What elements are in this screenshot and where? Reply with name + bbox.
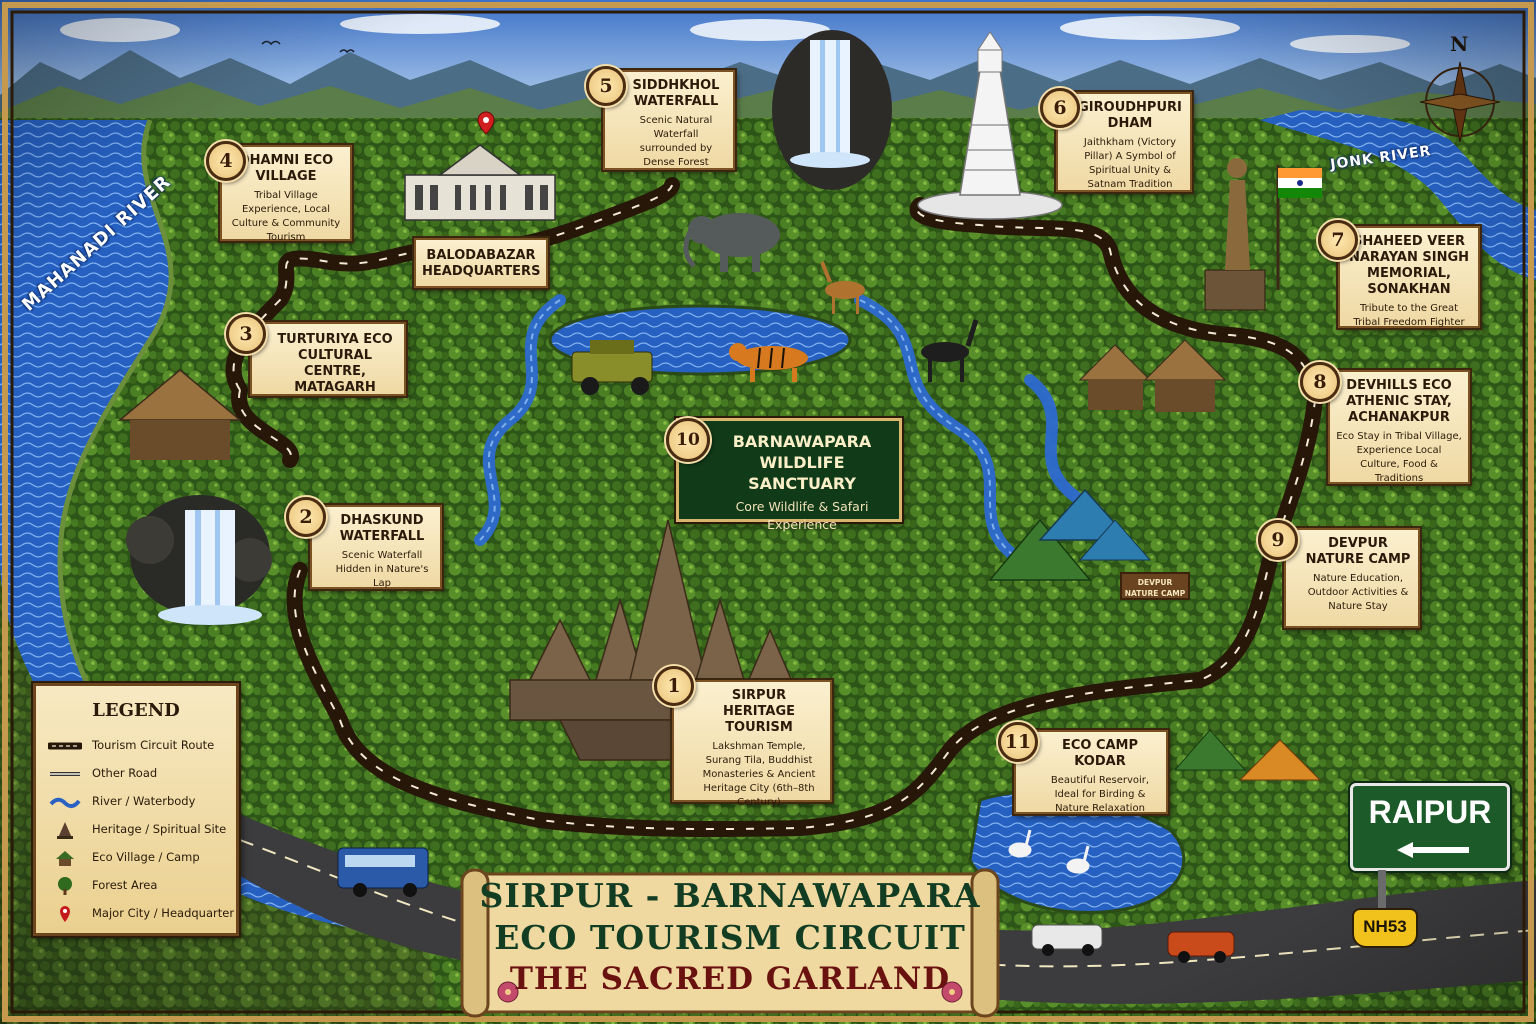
route-line-icon xyxy=(48,742,82,750)
place-number-5: 5 xyxy=(586,66,626,106)
title-line-3: THE SACRED GARLAND xyxy=(509,961,951,997)
place-number-1: 1 xyxy=(654,666,694,706)
legend-title: LEGEND xyxy=(92,700,180,721)
sign-post xyxy=(1378,870,1386,910)
legend: LEGEND Tourism Circuit Route Other Road … xyxy=(33,683,239,936)
raipur-sign: RAIPUR xyxy=(1350,783,1510,871)
highway-shield: NH53 xyxy=(1352,908,1418,948)
place-number-6: 6 xyxy=(1040,88,1080,128)
title-scroll: SIRPUR - BARNAWAPARA ECO TOURISM CIRCUIT… xyxy=(458,868,1002,1018)
tree-icon xyxy=(58,877,72,895)
place-card-2[interactable]: DHASKUND WATERFALL Scenic Waterfall Hidd… xyxy=(310,505,442,589)
place-number-9: 9 xyxy=(1258,520,1298,560)
place-number-10: 10 xyxy=(666,418,710,462)
place-card-1[interactable]: SIRPUR HERITAGE TOURISM Lakshman Temple,… xyxy=(672,680,832,808)
legend-item-road: Other Road xyxy=(48,762,236,786)
compass-north-label: N xyxy=(1450,32,1469,56)
place-number-3: 3 xyxy=(226,314,266,354)
place-card-10[interactable]: BARNAWAPARA WILDLIFE SANCTUARY Core Wild… xyxy=(676,418,902,532)
legend-item-route: Tourism Circuit Route xyxy=(48,734,236,758)
place-card-11[interactable]: ECO CAMP KODAR Beautiful Reservoir, Idea… xyxy=(1014,730,1168,814)
headquarters-card[interactable]: BALODABAZAR HEADQUARTERS xyxy=(414,238,548,288)
raipur-sign-text: RAIPUR xyxy=(1368,794,1492,830)
legend-item-river: River / Waterbody xyxy=(48,790,236,814)
devpur-camp-sign: DEVPUR NATURE CAMP xyxy=(1120,572,1190,600)
road-line-icon xyxy=(50,772,80,776)
place-card-9[interactable]: DEVPUR NATURE CAMP Nature Education, Out… xyxy=(1284,528,1420,628)
place-card-6[interactable]: GIROUDHPURI DHAM Jaithkham (Victory Pill… xyxy=(1056,92,1192,192)
map-pin-icon xyxy=(60,906,70,922)
place-card-7[interactable]: SHAHEED VEER NARAYAN SINGH MEMORIAL, SON… xyxy=(1338,226,1480,328)
legend-item-city: Major City / Headquarter xyxy=(48,902,236,926)
place-card-8[interactable]: DEVHILLS ECO ATHENIC STAY, ACHANAKPUR Ec… xyxy=(1328,370,1470,484)
place-card-3[interactable]: TURTURIYA ECO CULTURAL CENTRE, MATAGARH xyxy=(250,322,406,396)
legend-item-village: Eco Village / Camp xyxy=(48,846,236,870)
legend-item-heritage: Heritage / Spiritual Site xyxy=(48,818,236,842)
title-line-1: SIRPUR - BARNAWAPARA xyxy=(479,876,981,915)
river-wave-icon xyxy=(49,797,81,808)
scroll-banner xyxy=(460,868,1000,1018)
title-line-2: ECO TOURISM CIRCUIT xyxy=(494,918,966,957)
place-number-7: 7 xyxy=(1318,220,1358,260)
place-number-8: 8 xyxy=(1300,362,1340,402)
place-number-4: 4 xyxy=(206,141,246,181)
place-number-2: 2 xyxy=(286,497,326,537)
place-number-11: 11 xyxy=(998,722,1038,762)
hut-icon xyxy=(56,851,74,866)
left-arrow-icon xyxy=(1397,842,1469,858)
legend-item-forest: Forest Area xyxy=(48,874,236,898)
temple-icon xyxy=(57,822,73,839)
